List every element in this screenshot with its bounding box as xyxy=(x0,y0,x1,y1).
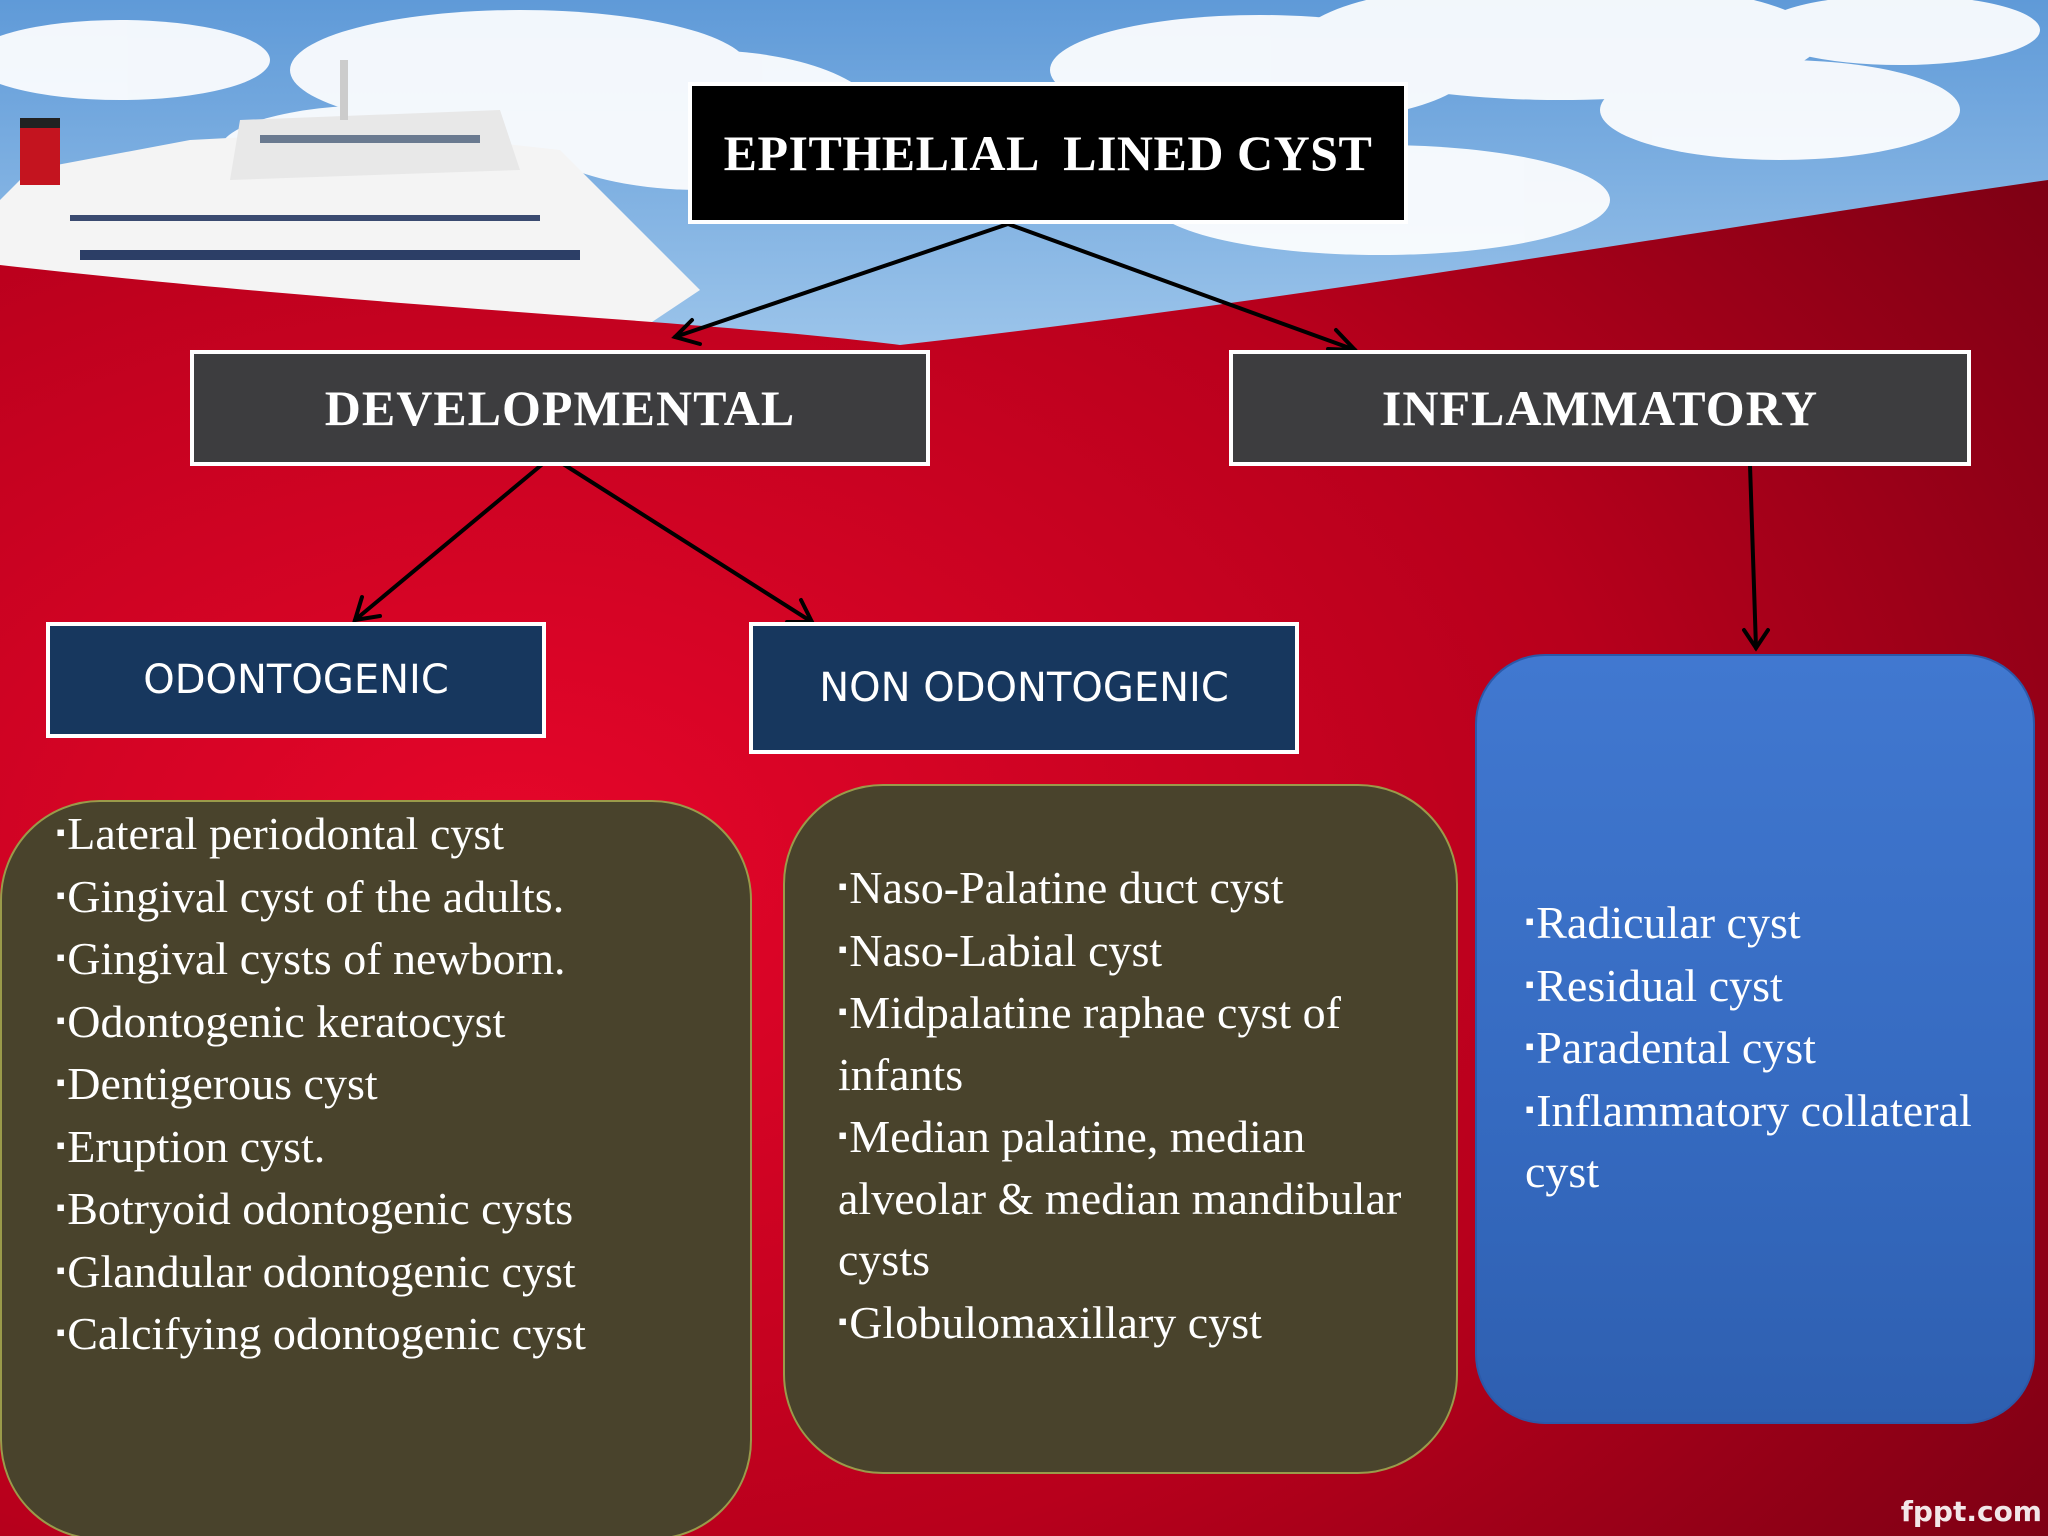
list-item-text: Median palatine, median alveolar & media… xyxy=(838,1111,1402,1285)
bullet-icon: ▪ xyxy=(56,1255,66,1285)
bullet-icon: ▪ xyxy=(56,1068,66,1097)
arrow-root-to-developmental xyxy=(673,222,1010,339)
bullet-icon: ▪ xyxy=(56,943,66,972)
subcategory-odontogenic-label: ODONTOGENIC xyxy=(143,657,449,703)
watermark: fppt.com xyxy=(1900,1495,2042,1528)
list-item: ▪Inflammatory collateral cyst xyxy=(1525,1079,2003,1203)
category-developmental-label: DEVELOPMENTAL xyxy=(324,380,796,436)
bullet-icon: ▪ xyxy=(56,1193,66,1222)
arrow-root-to-inflammatory xyxy=(1006,222,1357,352)
list-item-text: Lateral periodontal cyst xyxy=(67,808,505,859)
list-item: ▪Odontogenic keratocyst xyxy=(56,990,740,1053)
connectors xyxy=(352,222,1770,652)
list-item: ▪Calcifying odontogenic cyst xyxy=(56,1302,740,1365)
list-item: ▪Naso-Palatine duct cyst xyxy=(838,856,1436,919)
list-item: ▪Median palatine, median alveolar & medi… xyxy=(838,1105,1436,1291)
non-odontogenic-items: ▪Naso-Palatine duct cyst▪Naso-Labial cys… xyxy=(838,856,1436,1353)
inflammatory-cyst-list: ▪Radicular cyst▪Residual cyst▪Paradental… xyxy=(1475,654,2035,1424)
list-item: ▪Glandular odontogenic cyst xyxy=(56,1240,740,1303)
list-item: ▪Lateral periodontal cyst xyxy=(56,802,740,865)
bullet-icon: ▪ xyxy=(838,934,848,964)
arrow-developmental-to-non-odontogenic xyxy=(558,460,814,624)
list-item-text: Globulomaxillary cyst xyxy=(849,1296,1262,1348)
list-item: ▪Residual cyst xyxy=(1525,954,2003,1017)
list-item-text: Calcifying odontogenic cyst xyxy=(67,1308,586,1359)
inflammatory-items: ▪Radicular cyst▪Residual cyst▪Paradental… xyxy=(1525,891,2003,1203)
list-item-text: Naso-Labial cyst xyxy=(849,924,1163,976)
list-item-text: Odontogenic keratocyst xyxy=(67,995,506,1047)
list-item: ▪Gingival cysts of newborn. xyxy=(56,927,740,990)
list-item-text: Naso-Palatine duct cyst xyxy=(849,862,1284,913)
arrow-developmental-to-odontogenic xyxy=(353,460,547,622)
list-item-text: Gingival cyst of the adults. xyxy=(67,870,565,922)
arrowhead-inflammatory-list xyxy=(1742,628,1770,652)
list-item-text: Residual cyst xyxy=(1536,959,1783,1011)
bullet-icon: ▪ xyxy=(56,818,66,847)
list-item-text: Radicular cyst xyxy=(1536,897,1801,948)
bullet-icon: ▪ xyxy=(56,880,66,910)
list-item: ▪Dentigerous cyst xyxy=(56,1052,740,1115)
list-item: ▪Paradental cyst xyxy=(1525,1016,2003,1079)
subcategory-non-odontogenic: NON ODONTOGENIC xyxy=(749,622,1299,754)
bullet-icon: ▪ xyxy=(838,1121,848,1150)
subcategory-odontogenic: ODONTOGENIC xyxy=(46,622,546,738)
bullet-icon: ▪ xyxy=(838,997,848,1026)
list-item: ▪Midpalatine raphae cyst of infants xyxy=(838,981,1436,1105)
list-item: ▪Eruption cyst. xyxy=(56,1115,740,1178)
odontogenic-cyst-list: ▪Lateral periodontal cyst▪Gingival cyst … xyxy=(0,800,752,1536)
bullet-icon: ▪ xyxy=(1525,1094,1535,1124)
list-item-text: Paradental cyst xyxy=(1536,1022,1816,1073)
arrowhead-developmental xyxy=(671,318,702,346)
list-item-text: Botryoid odontogenic cysts xyxy=(67,1183,574,1234)
bullet-icon: ▪ xyxy=(1525,969,1535,999)
ship-illustration xyxy=(0,60,700,330)
bullet-icon: ▪ xyxy=(1525,1032,1535,1061)
list-item-text: Gingival cysts of newborn. xyxy=(67,933,566,984)
bullet-icon: ▪ xyxy=(56,1005,66,1035)
bullet-icon: ▪ xyxy=(56,1130,66,1160)
list-item: ▪Radicular cyst xyxy=(1525,891,2003,954)
list-item: ▪Naso-Labial cyst xyxy=(838,919,1436,982)
category-inflammatory: INFLAMMATORY xyxy=(1229,350,1971,466)
non-odontogenic-cyst-list: ▪Naso-Palatine duct cyst▪Naso-Labial cys… xyxy=(783,784,1458,1474)
list-item-text: Inflammatory collateral cyst xyxy=(1525,1084,1972,1198)
list-item-text: Glandular odontogenic cyst xyxy=(67,1245,576,1297)
odontogenic-items: ▪Lateral periodontal cyst▪Gingival cyst … xyxy=(56,802,740,1365)
category-developmental: DEVELOPMENTAL xyxy=(190,350,930,466)
root-label: EPITHELIAL LINED CYST xyxy=(723,125,1373,181)
list-item-text: Dentigerous cyst xyxy=(67,1058,378,1109)
list-item: ▪Botryoid odontogenic cysts xyxy=(56,1177,740,1240)
bullet-icon: ▪ xyxy=(838,872,848,901)
subcategory-non-odontogenic-label: NON ODONTOGENIC xyxy=(819,665,1229,711)
arrowhead-odontogenic xyxy=(352,595,382,623)
list-item-text: Eruption cyst. xyxy=(67,1120,326,1172)
bullet-icon: ▪ xyxy=(1525,907,1535,936)
list-item-text: Midpalatine raphae cyst of infants xyxy=(838,987,1341,1100)
root-node: EPITHELIAL LINED CYST xyxy=(688,82,1408,224)
list-item: ▪Gingival cyst of the adults. xyxy=(56,865,740,928)
list-item: ▪Globulomaxillary cyst xyxy=(838,1291,1436,1354)
bullet-icon: ▪ xyxy=(56,1318,66,1347)
arrow-inflammatory-to-list xyxy=(1748,463,1758,650)
category-inflammatory-label: INFLAMMATORY xyxy=(1381,380,1819,436)
bullet-icon: ▪ xyxy=(838,1306,848,1336)
